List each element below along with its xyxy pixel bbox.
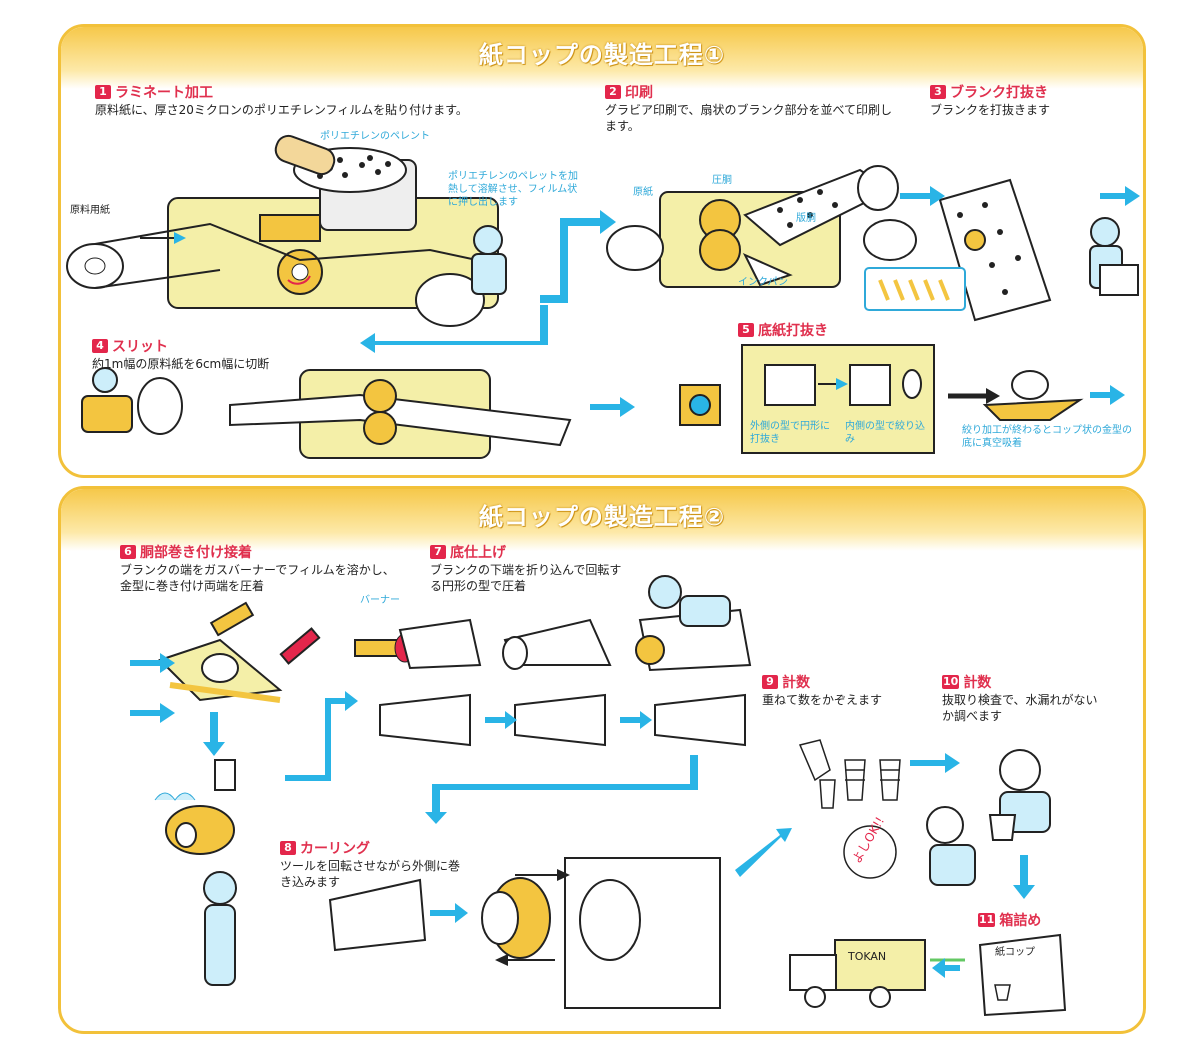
step-8-number: 8 [280, 841, 296, 855]
step-6-title: 胴部巻き付け接着 [140, 545, 252, 561]
step-3: 3 ブランク打抜き ブランクを打抜きます [930, 82, 1050, 118]
step-4-heading: 4 スリット [92, 336, 269, 356]
genshi-label: 原紙 [633, 187, 653, 198]
step-11-number: 11 [978, 913, 996, 927]
printing-machine-illustration [606, 165, 899, 288]
panel-2-header: 紙コップの製造工程② [61, 489, 1143, 551]
step-9: 9 計数 重ねて数をかぞえます [762, 672, 882, 708]
step-7: 7 底仕上げ ブランクの下端を折り込んで回転する円形の型で圧着 [430, 542, 630, 594]
step-2-number: 2 [605, 85, 621, 99]
panel-2-title: 紙コップの製造工程② [478, 503, 726, 531]
step-7-heading: 7 底仕上げ [430, 542, 630, 562]
pellet-note: ポリエチレンのペレットを加熱して溶解させ、フィルム状に押し出します [448, 171, 578, 208]
step-11-title: 箱詰め [999, 913, 1042, 929]
heating-die-illustration [154, 759, 236, 855]
step-5-heading: 5 底紙打抜き [738, 320, 828, 340]
step-3-title: ブランク打抜き [950, 85, 1048, 101]
step-4-description: 約1m幅の原料紙を6cm幅に切断 [92, 357, 270, 371]
inspection-illustration [843, 749, 1051, 886]
step-7-number: 7 [430, 545, 446, 559]
step-1-heading: 1 ラミネート加工 [95, 82, 595, 102]
curling-machine-illustration [203, 857, 721, 1009]
flow-arrows-panel-1 [360, 186, 1140, 417]
box-label-text: 紙コップ [995, 945, 1035, 958]
step-8-title: カーリング [300, 841, 370, 857]
step-9-description: 重ねて数をかぞえます [762, 693, 883, 707]
step-6-heading: 6 胴部巻き付け接着 [120, 542, 400, 562]
slitting-machine-illustration [81, 367, 572, 459]
step-1: 1 ラミネート加工 原料紙に、厚さ20ミクロンのポリエチレンフィルムを貼り付けます… [95, 82, 595, 118]
step-8: 8 カーリング ツールを回転させながら外側に巻き込みます [280, 838, 460, 890]
blank-punching-illustration [863, 178, 1139, 322]
step-4-number: 4 [92, 339, 108, 353]
step-3-number: 3 [930, 85, 946, 99]
step-8-heading: 8 カーリング [280, 838, 460, 858]
cup-profile-sequence [379, 693, 746, 747]
bottom-curl-illustration [502, 575, 752, 672]
base-paper-label: 原料用紙 [70, 205, 110, 216]
packing-illustration [789, 933, 1067, 1017]
handou-label: 版胴 [796, 213, 816, 224]
step-5-title: 底紙打抜き [758, 323, 828, 339]
outer-die-label: 外側の型で円形に打抜き [750, 421, 830, 445]
step-10-description: 抜取り検査で、水漏れがないか調べます [942, 693, 1098, 723]
step-8-description: ツールを回転させながら外側に巻き込みます [280, 859, 461, 889]
step-1-title: ラミネート加工 [115, 85, 213, 101]
step-4-title: スリット [112, 339, 168, 355]
step-4: 4 スリット 約1m幅の原料紙を6cm幅に切断 [92, 336, 269, 372]
squeeze-done-label: 絞り加工が終わるとコップ状の金型の底に真空吸着 [962, 425, 1132, 449]
truck-brand-text: TOKAN [847, 950, 886, 963]
step-1-number: 1 [95, 85, 111, 99]
burner-illustration [354, 618, 482, 670]
step-2-title: 印刷 [625, 85, 653, 101]
step-3-description: ブランクを打抜きます [930, 103, 1051, 117]
step-1-description: 原料紙に、厚さ20ミクロンのポリエチレンフィルムを貼り付けます。 [95, 103, 468, 117]
step-10-title: 計数 [963, 675, 992, 691]
pellet-label: ポリエチレンのペレント [320, 131, 430, 142]
step-6-number: 6 [120, 545, 136, 559]
step-6-description: ブランクの端をガスバーナーでフィルムを溶かし、金型に巻き付け両端を圧着 [120, 563, 395, 593]
burner-label: バーナー [360, 595, 400, 606]
step-2-description: グラビア印刷で、扇状のブランク部分を並べて印刷します。 [605, 103, 893, 133]
laminating-machine-illustration [66, 134, 507, 327]
step-2: 2 印刷 グラビア印刷で、扇状のブランク部分を並べて印刷します。 [605, 82, 895, 134]
step-7-description: ブランクの下端を折り込んで回転する円形の型で圧着 [430, 563, 622, 593]
panel-1-header: 紙コップの製造工程① [61, 27, 1143, 89]
stacked-cups-illustration [798, 739, 901, 809]
atsudo-label: 圧胴 [712, 175, 732, 186]
step-3-heading: 3 ブランク打抜き [930, 82, 1050, 102]
step-10-number: 10 [942, 675, 960, 689]
step-7-title: 底仕上げ [450, 545, 506, 561]
step-9-title: 計数 [782, 675, 810, 691]
step-9-number: 9 [762, 675, 778, 689]
inner-die-label: 内側の型で絞り込み [845, 421, 925, 445]
step-2-heading: 2 印刷 [605, 82, 895, 102]
bottom-punching-illustration [679, 344, 1084, 454]
step-5: 5 底紙打抜き [738, 320, 828, 340]
side-seal-illustration [158, 601, 321, 703]
panel-1-title: 紙コップの製造工程① [478, 41, 726, 69]
inkpan-label: インクパン [738, 277, 788, 288]
step-6: 6 胴部巻き付け接着 ブランクの端をガスバーナーでフィルムを溶かし、金型に巻き付け… [120, 542, 400, 594]
step-9-heading: 9 計数 [762, 672, 882, 692]
step-5-number: 5 [738, 323, 754, 337]
flow-arrows-panel-2 [130, 653, 1035, 978]
